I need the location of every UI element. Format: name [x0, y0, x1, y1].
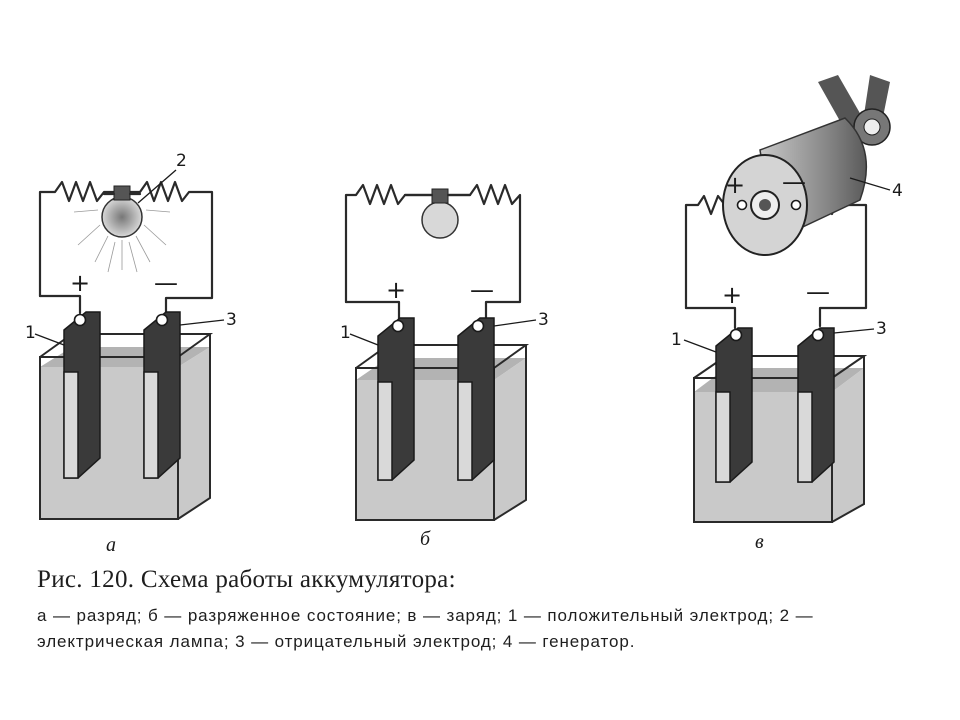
- electrode-positive-label-a: 1: [25, 323, 36, 343]
- positive-sign-c: +: [722, 281, 742, 309]
- negative-sign-b: —: [470, 276, 494, 304]
- electrode-negative-label-c: 3: [876, 319, 887, 339]
- lamp-icon: [73, 185, 171, 273]
- positive-sign-b: +: [386, 276, 406, 304]
- panel-label-c: в: [755, 531, 764, 553]
- generator-icon: [722, 75, 891, 256]
- electrode-negative-label-a: 3: [226, 310, 237, 330]
- electrode-positive-label-c: 1: [671, 330, 682, 350]
- generator-label: 4: [892, 181, 903, 201]
- panel-label-b: б: [420, 528, 431, 550]
- negative-sign-a: —: [154, 269, 178, 297]
- figure-caption-title: Рис. 120. Схема работы аккумулятора:: [37, 566, 456, 593]
- electrode-negative-label-b: 3: [538, 310, 549, 330]
- lamp-label: 2: [176, 151, 187, 171]
- generator-positive-sign: +: [725, 171, 745, 199]
- panel-label-a: а: [106, 534, 116, 556]
- negative-sign-c: —: [806, 278, 830, 306]
- panel-c: + — 4 + — 1 3 в: [671, 75, 903, 553]
- panel-b: + — 1 3 б: [340, 183, 549, 550]
- generator-negative-sign: —: [782, 168, 806, 196]
- electrode-positive-label-b: 1: [340, 323, 351, 343]
- positive-sign-a: +: [70, 269, 90, 297]
- panel-a: + — 1 3 2 а: [25, 151, 237, 556]
- lamp-icon: [403, 188, 472, 239]
- figure-caption-legend: а — разряд; б — разряженное состояние; в…: [37, 606, 814, 651]
